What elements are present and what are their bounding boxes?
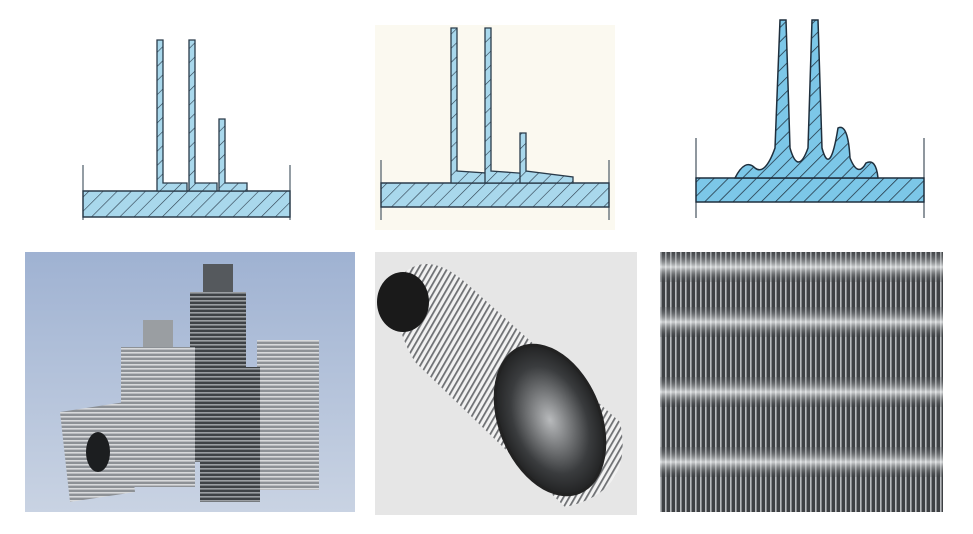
fin-diagram-extruded [690, 18, 930, 228]
fin-diagram-overlapped [375, 25, 615, 230]
photo-finned-tube-group [25, 252, 355, 512]
fin-cross-section-2 [380, 27, 610, 220]
fin-cross-section-3 [695, 19, 925, 218]
oval-tube-photo [375, 252, 637, 515]
fin-cross-section-1 [82, 39, 291, 220]
fin-diagram-l-foot [75, 35, 300, 225]
tube-bank-photo [660, 252, 943, 512]
finned-tubes-photo [25, 252, 355, 512]
photo-oval-finned-tube [375, 252, 637, 515]
photo-finned-tube-bank [660, 252, 943, 512]
